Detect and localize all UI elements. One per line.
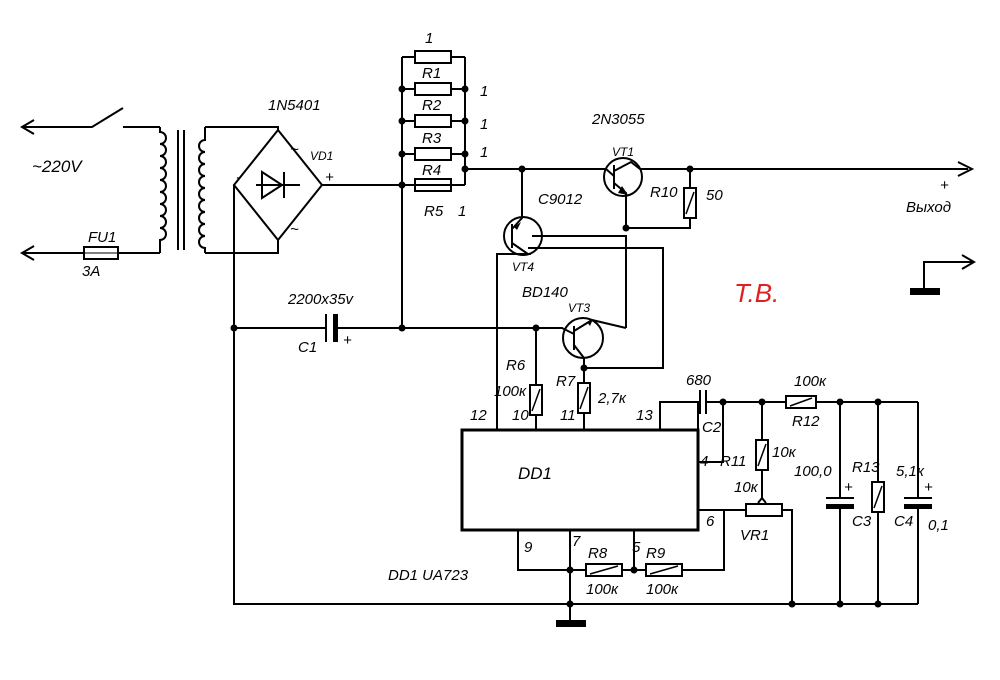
resistor-r13 xyxy=(871,402,885,608)
r9-ref-label: R9 xyxy=(646,545,666,562)
resistor-r8 xyxy=(585,563,623,577)
r1-ref-label: R1 xyxy=(422,65,441,82)
pin-7-label: 7 xyxy=(572,533,581,550)
r11-ref-label: R11 xyxy=(720,453,746,470)
bottom-network xyxy=(233,328,918,627)
r1-value-label: 1 xyxy=(425,30,433,47)
r9-value-label: 100к xyxy=(646,581,679,598)
output-plus-label: + xyxy=(940,177,949,194)
bridge-rectifier-vd1 xyxy=(205,126,460,328)
c1-value-label: 2200x35v xyxy=(287,291,355,308)
r7-value-label: 2,7к xyxy=(597,390,627,407)
resistor-r4 xyxy=(402,147,465,161)
r13-value-label: 5,1к xyxy=(896,463,925,480)
r2-ref-label: R2 xyxy=(422,97,442,114)
vt3-ref-label: VT3 xyxy=(568,301,590,315)
resistor-r6 xyxy=(529,324,543,430)
resistor-r10 xyxy=(622,169,697,232)
c2-value-label: 680 xyxy=(686,372,712,389)
pin-5-label: 5 xyxy=(632,539,641,556)
transistor-vt3 xyxy=(528,247,664,369)
r3-value-label: 1 xyxy=(480,116,488,133)
transformer xyxy=(159,127,206,253)
r5-value-label: 1 xyxy=(458,203,466,220)
fuse-rating-label: 3A xyxy=(82,263,100,280)
pin-6-label: 6 xyxy=(706,513,715,530)
vr1-ref-label: VR1 xyxy=(740,527,769,544)
mains-voltage-label: ~220V xyxy=(32,157,83,176)
resistor-r2 xyxy=(402,82,465,96)
c3-value-label: 100,0 xyxy=(794,463,832,480)
ic-dd1 xyxy=(460,428,700,532)
mains-input xyxy=(20,107,160,261)
resistor-r1 xyxy=(402,50,465,64)
c4-plus-label: + xyxy=(924,479,933,496)
pin-12-label: 12 xyxy=(470,407,487,424)
r6-ref-label: R6 xyxy=(506,357,526,374)
r10-value-label: 50 xyxy=(706,187,723,204)
r2-value-label: 1 xyxy=(480,83,488,100)
bridge-part-label: 1N5401 xyxy=(268,97,321,114)
output-rail xyxy=(461,161,975,177)
vt1-ref-label: VT1 xyxy=(612,145,634,159)
r12-ref-label: R12 xyxy=(792,413,820,430)
r12-value-label: 100к xyxy=(794,373,827,390)
capacitor-c3 xyxy=(826,402,854,608)
fuse-ref-label: FU1 xyxy=(88,229,116,246)
pin-9-label: 9 xyxy=(524,539,533,556)
capacitor-c1 xyxy=(234,314,530,342)
r8-ref-label: R8 xyxy=(588,545,608,562)
r4-ref-label: R4 xyxy=(422,162,441,179)
resistor-r7 xyxy=(577,364,591,430)
resistor-r3 xyxy=(402,114,465,128)
r10-ref-label: R10 xyxy=(650,184,678,201)
potentiometer-vr1 xyxy=(698,497,796,608)
author-mark: T.B. xyxy=(734,278,779,308)
resistor-r11 xyxy=(755,402,769,498)
c3-ref-label: C3 xyxy=(852,513,872,530)
bridge-ac2-label: ~ xyxy=(290,221,299,238)
vt4-part-label: C9012 xyxy=(538,191,583,208)
r3-ref-label: R3 xyxy=(422,130,442,147)
pin-13-label: 13 xyxy=(636,407,653,424)
output-label: Выход xyxy=(906,199,951,216)
vt4-ref-label: VT4 xyxy=(512,260,534,274)
bridge-ac1-label: ~ xyxy=(290,141,299,158)
r5-ref-label: R5 xyxy=(424,203,444,220)
bridge-ref-label: VD1 xyxy=(310,149,333,163)
pin-10-label: 10 xyxy=(512,407,529,424)
r13-ref-label: R13 xyxy=(852,459,880,476)
ic-ref-label: DD1 xyxy=(518,464,552,483)
c3-plus-label: + xyxy=(844,479,853,496)
pin-11-label: 11 xyxy=(560,407,576,424)
ic-caption: DD1 UA723 xyxy=(388,567,469,584)
capacitor-c4 xyxy=(904,402,932,604)
c1-ref-label: C1 xyxy=(298,339,317,356)
vr1-value-label: 10к xyxy=(734,479,759,496)
shunt-resistors xyxy=(230,50,469,332)
bridge-plus-label: + xyxy=(325,169,334,186)
r7-ref-label: R7 xyxy=(556,373,576,390)
r11-value-label: 10к xyxy=(772,444,797,461)
c4-value-label: 0,1 xyxy=(928,517,949,534)
c4-ref-label: C4 xyxy=(894,513,913,530)
vt3-part-label: BD140 xyxy=(522,284,569,301)
bridge-minus-label: - xyxy=(236,169,241,186)
output-ground xyxy=(910,254,976,295)
r6-value-label: 100к xyxy=(494,383,527,400)
transistor-vt4 xyxy=(496,169,627,430)
r8-value-label: 100к xyxy=(586,581,619,598)
vt1-part-label: 2N3055 xyxy=(591,111,645,128)
capacitor-c2 xyxy=(659,390,786,463)
c2-ref-label: C2 xyxy=(702,419,722,436)
r4-value-label: 1 xyxy=(480,144,488,161)
resistor-r9 xyxy=(645,563,683,577)
c1-plus-label: + xyxy=(343,332,352,349)
transistor-vt1 xyxy=(603,157,643,228)
fuse-fu1 xyxy=(83,246,119,260)
